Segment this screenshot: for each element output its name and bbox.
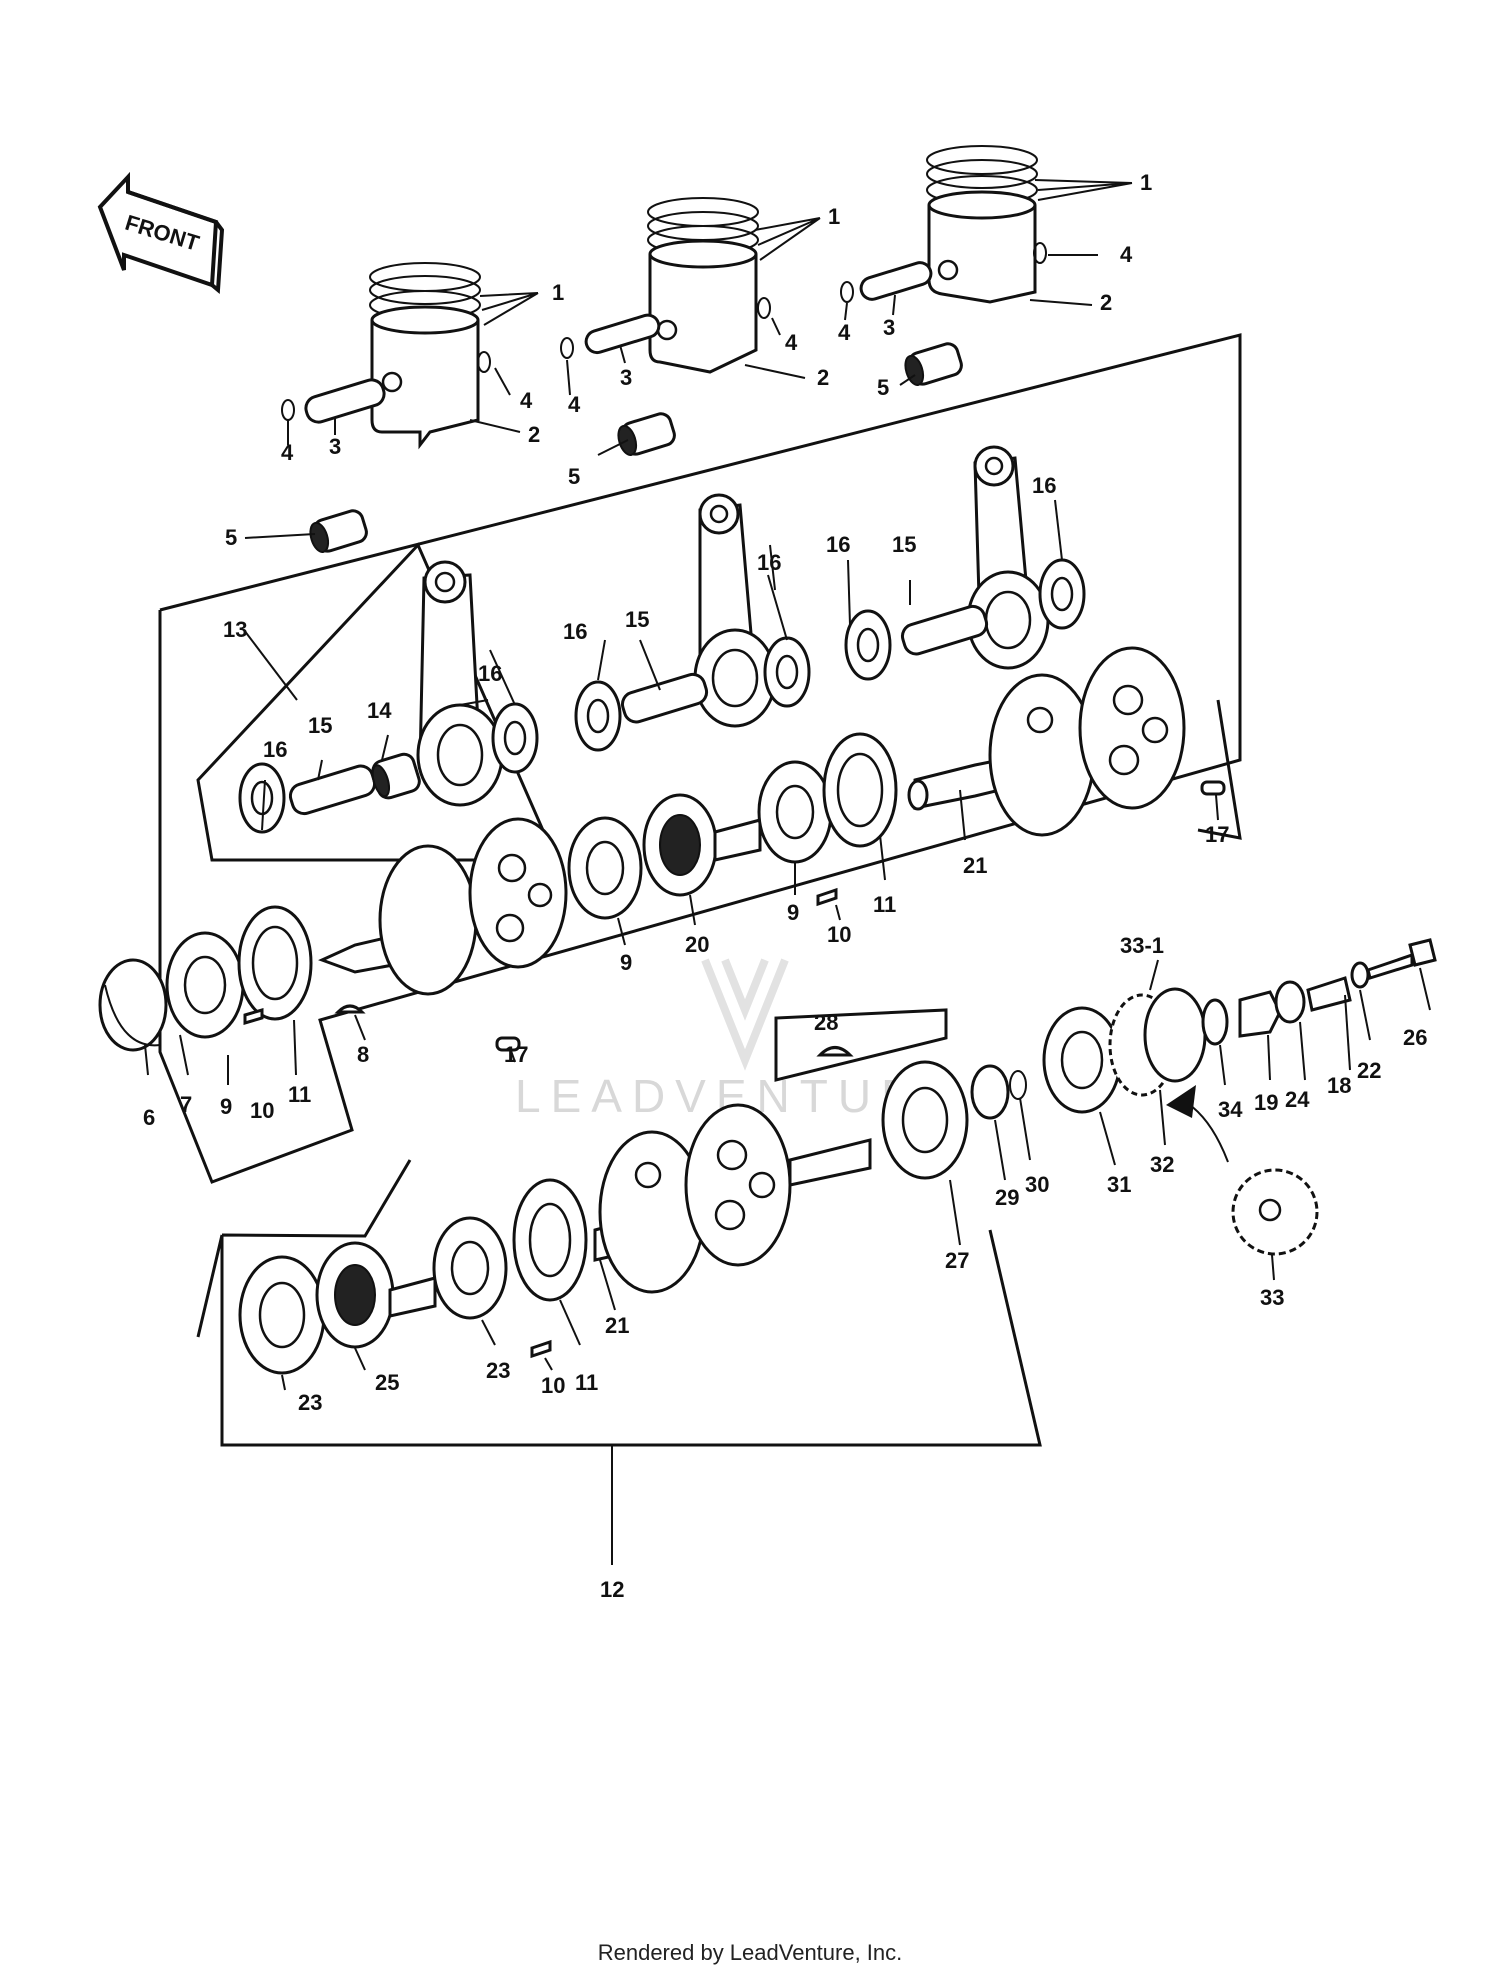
- callout-10: 10: [541, 1373, 565, 1398]
- callout-9: 9: [620, 950, 632, 975]
- lower-crankshaft: [238, 938, 1437, 1375]
- callout-8: 8: [357, 1042, 369, 1067]
- callout-20: 20: [685, 932, 709, 957]
- callout-16: 16: [478, 661, 502, 686]
- callout-labels: 1 1 1 2 2 2 3 3 3 4 4 4 4 4 4 5 5 5 6 7 …: [143, 170, 1427, 1602]
- callout-3: 3: [883, 315, 895, 340]
- callout-4: 4: [568, 392, 581, 417]
- con-rod-left: [416, 560, 504, 807]
- callout-2: 2: [817, 365, 829, 390]
- footer-credit: Rendered by LeadVenture, Inc.: [597, 1940, 903, 1965]
- callout-4: 4: [838, 320, 851, 345]
- piston-pin-middle: [584, 313, 661, 355]
- connecting-rods: [416, 445, 1050, 807]
- piston-left: [370, 320, 480, 450]
- callout-16: 16: [563, 619, 587, 644]
- callout-13: 13: [223, 617, 247, 642]
- callout-9: 9: [787, 900, 799, 925]
- callout-1: 1: [828, 204, 840, 229]
- callout-4: 4: [785, 330, 798, 355]
- callout-14: 14: [367, 698, 392, 723]
- callout-25: 25: [375, 1370, 399, 1395]
- callout-3: 3: [620, 365, 632, 390]
- gear-33: [1231, 1168, 1319, 1256]
- piston-group-middle: [560, 197, 771, 374]
- callout-11: 11: [288, 1082, 311, 1107]
- callout-3: 3: [329, 434, 341, 459]
- callout-17: 17: [504, 1042, 528, 1067]
- callout-15: 15: [625, 607, 649, 632]
- callout-11: 11: [575, 1370, 598, 1395]
- callout-16: 16: [757, 550, 781, 575]
- piston-middle: [648, 254, 758, 374]
- piston-group-right: [840, 145, 1047, 304]
- callout-21: 21: [963, 853, 987, 878]
- callout-16: 16: [263, 737, 287, 762]
- circlip-left-a: [281, 399, 295, 421]
- callout-22: 22: [1357, 1058, 1381, 1083]
- rod-kit-parts: [238, 558, 1086, 834]
- callout-17: 17: [1205, 822, 1229, 847]
- con-rod-middle: [693, 493, 777, 728]
- piston-pin-right: [859, 261, 933, 301]
- callout-23: 23: [298, 1390, 322, 1415]
- front-arrow-icon: FRONT: [97, 171, 225, 295]
- upper-crankshaft: [98, 646, 1226, 1052]
- callout-12: 12: [600, 1577, 624, 1602]
- callout-10: 10: [827, 922, 851, 947]
- con-rod-right: [966, 445, 1050, 670]
- callout-21: 21: [605, 1313, 629, 1338]
- callout-28: 28: [814, 1010, 838, 1035]
- callout-1: 1: [552, 280, 564, 305]
- callout-7: 7: [180, 1092, 192, 1117]
- callout-23: 23: [486, 1358, 510, 1383]
- callout-10: 10: [250, 1098, 274, 1123]
- piston-right: [927, 205, 1037, 304]
- callout-18: 18: [1327, 1073, 1351, 1098]
- callout-5: 5: [225, 525, 237, 550]
- callout-27: 27: [945, 1248, 969, 1273]
- callout-24: 24: [1285, 1087, 1310, 1112]
- callout-1: 1: [1140, 170, 1152, 195]
- callout-2: 2: [528, 422, 540, 447]
- piston-pin-left: [304, 378, 386, 424]
- callout-16: 16: [1032, 473, 1056, 498]
- callout-32: 32: [1150, 1152, 1174, 1177]
- callout-26: 26: [1403, 1025, 1427, 1050]
- callout-4: 4: [281, 440, 294, 465]
- callout-4: 4: [520, 388, 533, 413]
- callout-16: 16: [826, 532, 850, 557]
- callout-29: 29: [995, 1185, 1019, 1210]
- callout-31: 31: [1107, 1172, 1131, 1197]
- callout-33: 33: [1260, 1285, 1284, 1310]
- callout-30: 30: [1025, 1172, 1049, 1197]
- callout-11: 11: [873, 892, 896, 917]
- callout-34: 34: [1218, 1097, 1243, 1122]
- callout-15: 15: [892, 532, 916, 557]
- oil-seal-6: [98, 958, 168, 1052]
- callout-5: 5: [568, 464, 580, 489]
- callout-9: 9: [220, 1094, 232, 1119]
- callout-2: 2: [1100, 290, 1112, 315]
- callout-6: 6: [143, 1105, 155, 1130]
- callout-19: 19: [1254, 1090, 1278, 1115]
- circlip-left-b: [477, 351, 491, 373]
- callout-15: 15: [308, 713, 332, 738]
- callout-5: 5: [877, 375, 889, 400]
- assembly-frames: [158, 333, 1242, 1447]
- piston-group-left: [281, 262, 491, 450]
- callout-4: 4: [1120, 242, 1133, 267]
- leader-lines: [144, 179, 1431, 1565]
- callout-33-1: 33-1: [1120, 933, 1164, 958]
- install-arrow-head-icon: [1166, 1085, 1196, 1118]
